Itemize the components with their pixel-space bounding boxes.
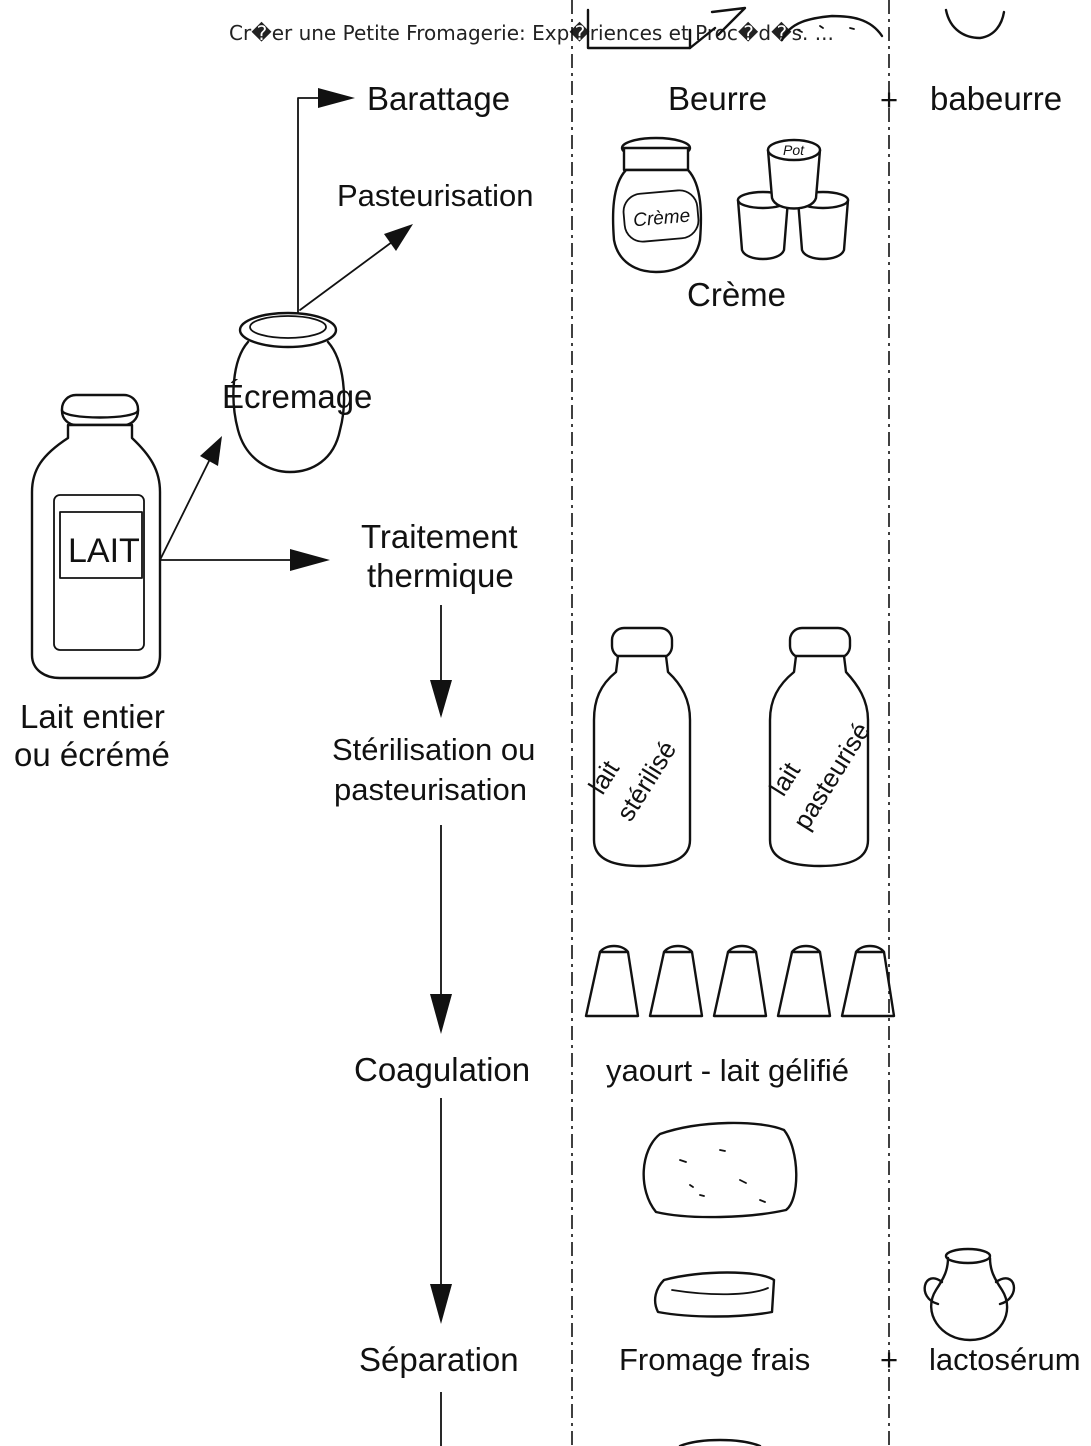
arrow-to-coagulation-head (430, 994, 452, 1034)
butter-mound-icon (780, 14, 884, 42)
skimming-label: Écremage (222, 378, 372, 415)
butter-label: Beurre (668, 80, 767, 117)
cream-jar-icon: Crème (611, 136, 703, 274)
heat-treatment-label-1: Traitement (361, 518, 518, 555)
arrow-to-separation-head (430, 1284, 452, 1324)
arrow-to-sterilization-head (430, 680, 452, 718)
arrow-to-skimming (159, 454, 213, 561)
partial-cheese-icon (678, 1438, 762, 1446)
churning-label: Barattage (367, 80, 510, 117)
heat-treatment-label-2: thermique (367, 557, 514, 594)
fresh-cheese-icon (653, 1271, 776, 1318)
cream-pots-icon: Pot (736, 138, 850, 261)
page-title: Cr�er une Petite Fromagerie: Exp�riences… (229, 21, 834, 45)
arrow-to-churning (297, 97, 321, 314)
arrow-to-pasteurization-head (384, 224, 413, 251)
bottle-label: LAIT (68, 532, 140, 570)
plus-sign-whey: + (880, 1342, 898, 1377)
cream-label: Crème (687, 276, 786, 313)
buttermilk-pot-icon (944, 8, 1006, 40)
whole-milk-label: Lait entier (20, 698, 165, 735)
fresh-cheese-label: Fromage frais (619, 1342, 810, 1377)
pot-label: Pot (783, 142, 805, 158)
plus-sign-butter: + (880, 82, 898, 117)
pasteurized-milk-bottle-icon (768, 626, 870, 868)
sterilization-label-2: pasteurisation (334, 772, 527, 807)
arrow-to-churning-head (318, 88, 355, 108)
coagulation-label: Coagulation (354, 1051, 530, 1088)
butter-block-icon (586, 6, 747, 50)
yogurt-cups-icon (584, 944, 896, 1018)
skimming-pot-icon (232, 311, 346, 474)
curd-icon (642, 1121, 798, 1219)
cream-jar-label: Crème (632, 206, 691, 232)
sterilization-label-1: Stérilisation ou (332, 732, 535, 767)
buttermilk-label: babeurre (930, 80, 1062, 117)
whey-label: lactosérum (929, 1342, 1081, 1377)
yogurt-label: yaourt - lait gélifié (606, 1053, 849, 1088)
separation-label: Séparation (359, 1341, 519, 1378)
arrow-to-heat-treatment-head (290, 549, 330, 571)
pasteurization-label: Pasteurisation (337, 178, 533, 213)
whey-amphora-icon (923, 1247, 1016, 1342)
milk-bottle-icon: LAIT (30, 393, 162, 680)
arrow-to-skimming-head (200, 436, 222, 466)
skimmed-milk-label: ou écrémé (14, 736, 170, 773)
sterilized-milk-bottle-icon (592, 626, 692, 868)
arrow-to-pasteurization (299, 241, 393, 311)
